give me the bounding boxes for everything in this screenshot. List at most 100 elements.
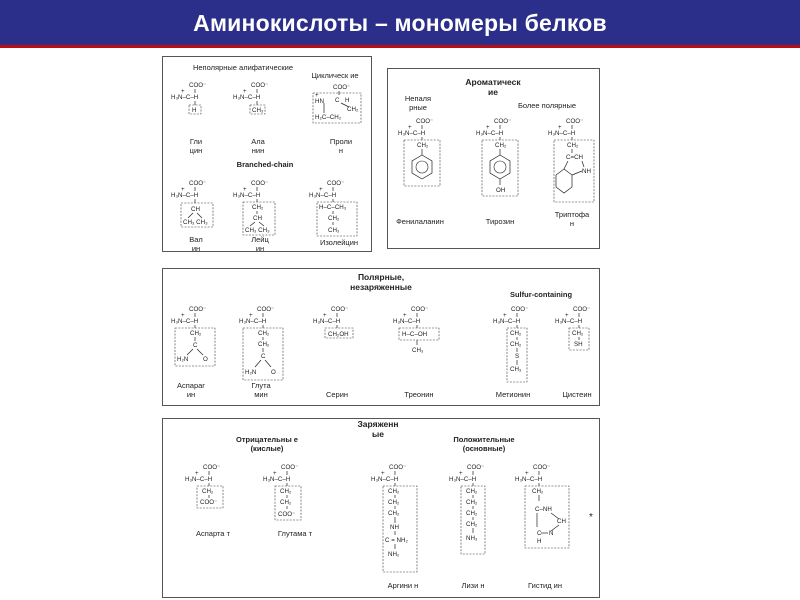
formula-label: CH₂ bbox=[280, 499, 292, 506]
formula-label: + bbox=[323, 312, 327, 319]
formula-label: S bbox=[515, 353, 519, 360]
formula-label: H₃N–C–H bbox=[476, 130, 503, 137]
formula-label: O bbox=[271, 369, 276, 376]
formula-label: CH₂ bbox=[258, 341, 270, 348]
side-chain-box bbox=[382, 485, 418, 573]
formula-label: HN bbox=[315, 98, 324, 105]
formula-label: CH₂ bbox=[466, 510, 478, 517]
name-aspartate: Аспарта т bbox=[195, 529, 231, 538]
panel-aromatic: Ароматическ ие Непаля рные Более полярны… bbox=[387, 68, 600, 249]
formula-label: COO⁻ bbox=[494, 118, 511, 125]
arginine-structure: COO⁻ H₃N–C–H + CH₂ CH₂ CH₂ NH C = NH₂ NH… bbox=[371, 464, 418, 573]
panel-charged: Заряженн ые Отрицательны е (кислые) Поло… bbox=[162, 418, 600, 598]
histidine-structure: COO⁻ H₃N–C–H + CH₂ C–NH CH C N H bbox=[515, 464, 570, 549]
ring-shape bbox=[493, 160, 507, 174]
name-valine: Вал ин bbox=[189, 235, 203, 253]
formula-label: + bbox=[486, 124, 490, 131]
name-isoleucine: Изолейцин bbox=[319, 238, 359, 247]
formula-label: COO⁻ bbox=[573, 306, 590, 313]
heading-nonpolar: Непаля рные bbox=[404, 94, 432, 112]
formula-label: COO⁻ bbox=[327, 180, 344, 187]
name-tryptophan: Триптофа н bbox=[554, 210, 590, 228]
formula-label: + bbox=[315, 92, 319, 99]
side-chain-box bbox=[180, 202, 214, 228]
alanine-structure: COO⁻ H₃N–C–H + CH₃ bbox=[233, 82, 268, 115]
formula-label: H₃N–C–H bbox=[233, 192, 260, 199]
name-alanine: Ала нин bbox=[251, 137, 265, 155]
slide-title: Аминокислоты – мономеры белков bbox=[193, 10, 607, 36]
formula-label: COO⁻ bbox=[189, 306, 206, 313]
formula-label: H₃N–C–H bbox=[493, 318, 520, 325]
side-chain-box bbox=[188, 104, 202, 115]
heading-aromatic: Ароматическ ие bbox=[465, 77, 521, 97]
formula-label: H₃N–C–H bbox=[313, 318, 340, 325]
formula-label: COO⁻ bbox=[251, 180, 268, 187]
formula-label: NH₃ bbox=[466, 535, 478, 542]
valine-structure: COO⁻ H₃N–C–H + CH CH₃ CH₃ bbox=[171, 180, 214, 228]
leucine-structure: COO⁻ H₃N–C–H + CH₂ CH CH₃ CH₃ bbox=[233, 180, 276, 236]
formula-label: NH₂ bbox=[388, 551, 400, 558]
formula-label: CH₂ bbox=[190, 330, 202, 337]
formula-label: COO⁻ bbox=[281, 464, 298, 471]
formula-label: COO⁻ bbox=[200, 499, 217, 506]
formula-label: O bbox=[203, 356, 208, 363]
bond-line bbox=[254, 359, 262, 368]
name-threonine: Треонин bbox=[404, 390, 434, 399]
formula-label: C bbox=[193, 342, 198, 349]
proline-structure: COO⁻ HN + C H CH₂ H₂C–CH₂ bbox=[312, 84, 362, 124]
bond-line bbox=[258, 221, 265, 227]
panel-polar-uncharged: Полярные, незаряженные Sulfur-containing… bbox=[162, 268, 600, 406]
lysine-structure: COO⁻ H₃N–C–H + CH₂ CH₂ CH₂ CH₂ NH₃ bbox=[449, 464, 486, 555]
formula-label: COO⁻ bbox=[389, 464, 406, 471]
formula-label: CH₂ bbox=[572, 330, 584, 337]
ring-shape bbox=[489, 154, 511, 180]
formula-label: H₃N–C–H bbox=[548, 130, 575, 137]
formula-label: CH₂ bbox=[388, 510, 400, 517]
side-chain-box bbox=[242, 201, 276, 236]
backbone-label: H₃N–C–H bbox=[171, 94, 198, 101]
name-serine: Серин bbox=[325, 390, 349, 399]
heading-nonpolar-aliphatic: Неполярные алифатические bbox=[192, 63, 294, 72]
side-chain-box bbox=[249, 104, 266, 115]
phenylalanine-structure: COO⁻ H₃N–C–H + CH₂ bbox=[398, 118, 441, 187]
bond-line bbox=[550, 512, 560, 520]
formula-label: CH₂ bbox=[510, 330, 522, 337]
formula-label: + bbox=[181, 186, 185, 193]
side-chain-box bbox=[316, 201, 358, 237]
formula-label: CH₂ bbox=[567, 142, 579, 149]
formula-label: H₃N–C–H bbox=[555, 318, 582, 325]
formula-label: CH₂ bbox=[258, 330, 270, 337]
carboxylate-label: COO⁻ bbox=[189, 82, 206, 89]
formula-label: H–C–CH₃ bbox=[319, 204, 347, 211]
heading-negative-acidic: Отрицательны е (кислые) bbox=[236, 435, 298, 453]
formula-label: C bbox=[537, 530, 542, 537]
ring-shape bbox=[555, 168, 573, 194]
aspartate-structure: COO⁻ H₃N–C–H + CH₂ COO⁻ bbox=[185, 464, 224, 509]
side-chain-box bbox=[324, 327, 354, 339]
formula-label: CH₂ bbox=[388, 488, 400, 495]
side-chain-label: H bbox=[192, 107, 196, 114]
formula-label: CH₃ bbox=[510, 366, 522, 373]
ring-shape bbox=[415, 160, 429, 174]
formula-label: H₂N bbox=[177, 356, 188, 363]
heading-more-polar: Более полярные bbox=[517, 101, 577, 110]
formula-label: NH bbox=[582, 168, 591, 175]
formula-label: CH₃ bbox=[252, 107, 264, 114]
formula-label: H₃N–C–H bbox=[449, 476, 476, 483]
formula-label: H₃N–C–H bbox=[263, 476, 290, 483]
side-chain-box bbox=[460, 485, 486, 555]
formula-label: COO⁻ bbox=[331, 306, 348, 313]
serine-structure: COO⁻ H₃N–C–H + CH₂OH bbox=[313, 306, 354, 339]
side-chain-box bbox=[196, 485, 224, 509]
formula-label: OH bbox=[496, 187, 505, 194]
heading-sulfur-containing: Sulfur-containing bbox=[509, 290, 573, 299]
name-histidine: Гистид ин bbox=[528, 581, 562, 590]
bond-line bbox=[340, 102, 350, 108]
bond-line bbox=[563, 160, 569, 170]
bond-line bbox=[249, 221, 256, 227]
methionine-structure: COO⁻ H₃N–C–H + CH₂ CH₂ S CH₃ bbox=[493, 306, 528, 383]
formula-label: H₃N–C–H bbox=[171, 192, 198, 199]
formula-label: + bbox=[181, 312, 185, 319]
formula-label: CH₃ CH₃ bbox=[183, 219, 208, 226]
glutamine-structure: COO⁻ H₃N–C–H + CH₂ CH₂ C H₂N O bbox=[239, 306, 284, 381]
